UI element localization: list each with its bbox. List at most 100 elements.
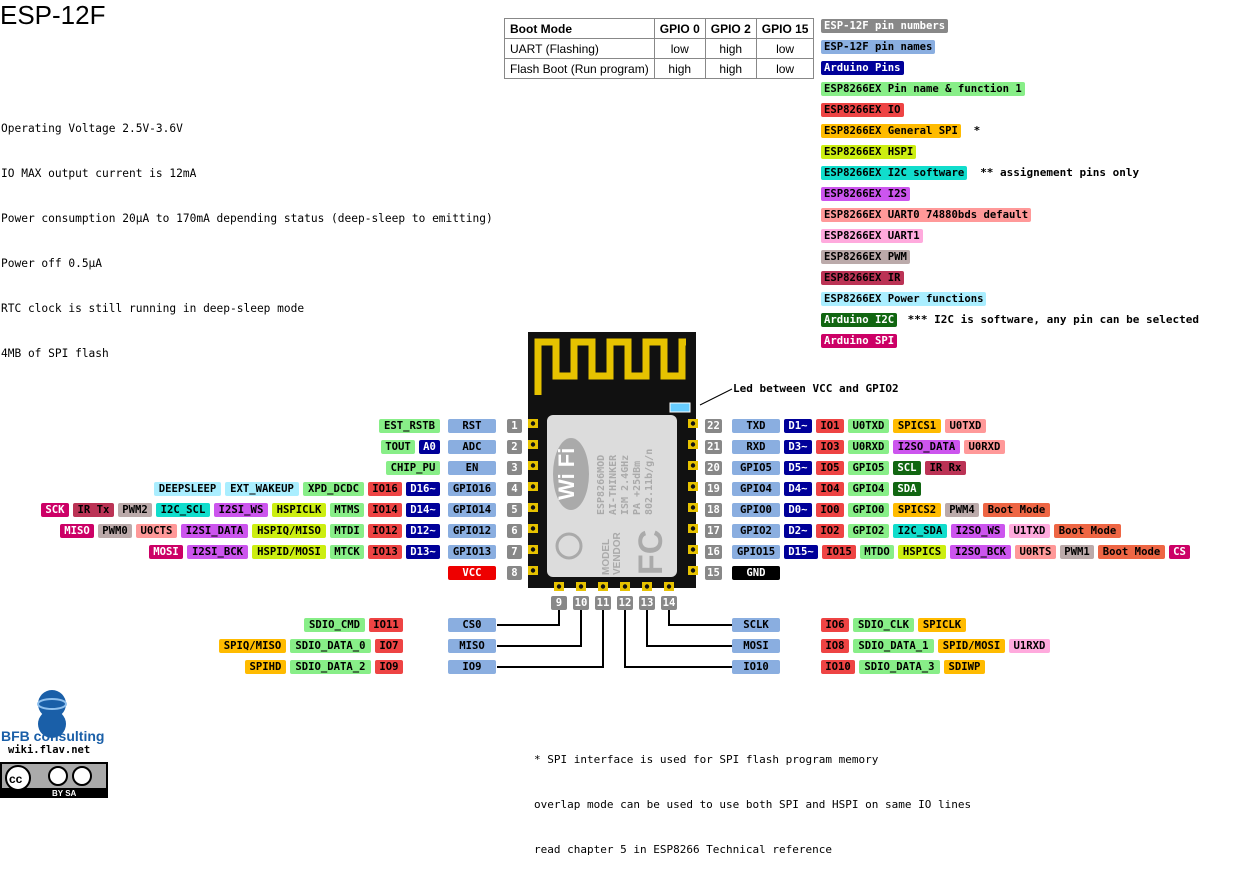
legend-item: ESP8266EX UART0 74880bds default [821,208,1032,222]
pin-name: RXD [732,440,780,454]
pin-name: EN [448,461,496,475]
pin-number: 12 [617,596,633,610]
spec-line: Power off 0.5µA [1,257,103,270]
vendor-label: VENDOR [612,531,623,575]
pin-name: GPIO15 [732,545,780,559]
pin-label: D13~ [406,545,440,559]
ai-logo-icon [555,532,583,560]
table-row: UART (Flashing) low high low [504,38,815,59]
pin-label: GPIO4 [848,482,889,496]
pin-label: SPIHD [245,660,286,674]
logo: BFB consulting wiki.flav.net cc BY SA [0,684,110,804]
pad-hole [690,568,696,573]
pin-label: CHIP_PU [386,461,440,475]
pin-label: SPICLK [918,618,966,632]
svg-text:cc: cc [9,772,23,786]
pin-label: D3~ [784,440,812,454]
legend-item: Arduino I2C [821,313,898,327]
legend-item: ESP8266EX I2S [821,187,910,201]
pin-label: IO1 [816,419,844,433]
pin-number: 5 [507,503,522,517]
chip-text-line: PA +25dBm [632,461,643,515]
pin-number: 22 [705,419,722,433]
pin-label: IO8 [821,639,849,653]
pin-number: 17 [705,524,722,538]
pad-group [528,419,698,591]
footnote: * SPI interface is used for SPI flash pr… [534,722,971,872]
pin-label: I2SO_DATA [893,440,960,454]
pin-number: 2 [507,440,522,454]
pin-label: A0 [419,440,440,454]
pin-number: 14 [661,596,677,610]
pin-label: DEEPSLEEP [154,482,221,496]
cc-icon [5,765,31,791]
pad-hole [530,442,536,447]
table-cell: low [755,38,815,59]
pin-label: D14~ [406,503,440,517]
pin-label: PWM1 [1060,545,1094,559]
pin-label: I2C_SDA [893,524,947,538]
pad-hole [600,584,606,589]
sa-icon [72,766,92,786]
pin-label: Boot Mode [983,503,1050,517]
pin-label: IO16 [368,482,402,496]
wifi-logo-text: Wi Fi [554,448,579,500]
pin-name: GPIO0 [732,503,780,517]
spec-line: Power consumption 20µA to 170mA dependin… [1,212,493,225]
cc-text: BY SA [52,789,77,798]
pin-label: IO13 [368,545,402,559]
pin-label: I2SI_BCK [187,545,248,559]
pad-hole [530,547,536,552]
pin-label: SDIO_DATA_1 [853,639,934,653]
led-pointer [699,388,733,406]
pin-label: SDIO_CLK [853,618,914,632]
pin-label: IO3 [816,440,844,454]
pin-label: U0TXD [848,419,889,433]
pin-label: SDIO_CMD [304,618,365,632]
pad-hole [690,505,696,510]
pin-label: D5~ [784,461,812,475]
pin-name: GPIO2 [732,524,780,538]
pin-label: SCK [41,503,69,517]
spec-line: IO MAX output current is 12mA [1,167,197,180]
logo-graphic: BFB consulting wiki.flav.net cc BY SA [0,690,108,798]
pad-hole [690,463,696,468]
pad-hole [530,526,536,531]
pin-number: 16 [705,545,722,559]
pin-number: 15 [705,566,722,580]
legend-item: ESP-12F pin names [821,40,936,54]
pin-name: CS0 [448,618,496,632]
pin-number: 20 [705,461,722,475]
pin-number: 1 [507,419,522,433]
pin-label: SDIO_DATA_3 [859,660,940,674]
pin-label: EXT_WAKEUP [225,482,299,496]
pin-label: I2C_SCL [156,503,210,517]
pin-number: 18 [705,503,722,517]
footnote-line: read chapter 5 in ESP8266 Technical refe… [534,843,833,856]
pin-number: 7 [507,545,522,559]
legend-item: ESP-12F pin numbers [821,19,949,33]
spec-line: Operating Voltage 2.5V-3.6V [1,122,183,135]
legend-item: ESP8266EX IR [821,271,904,285]
pin-label: SDIO_DATA_0 [290,639,371,653]
pin-label: IO10 [821,660,855,674]
pin-number: 8 [507,566,522,580]
pin-number: 6 [507,524,522,538]
pin-label: D0~ [784,503,812,517]
pad-hole [644,584,650,589]
legend-item: ESP8266EX General SPI [821,124,961,138]
pin-name: MISO [448,639,496,653]
pin-label: I2SI_DATA [181,524,248,538]
pin-label: IO11 [369,618,403,632]
table-header: GPIO 2 [704,18,757,39]
table-cell: Flash Boot (Run program) [504,58,655,79]
pin-label: SPICS1 [893,419,941,433]
pad-hole [556,584,562,589]
pin-name: ADC [448,440,496,454]
pin-label: PWM2 [118,503,152,517]
led-icon [669,402,691,413]
chip-text-line: ESP8266MOD [596,455,607,515]
pin-label: HSPIQ/MISO [252,524,326,538]
